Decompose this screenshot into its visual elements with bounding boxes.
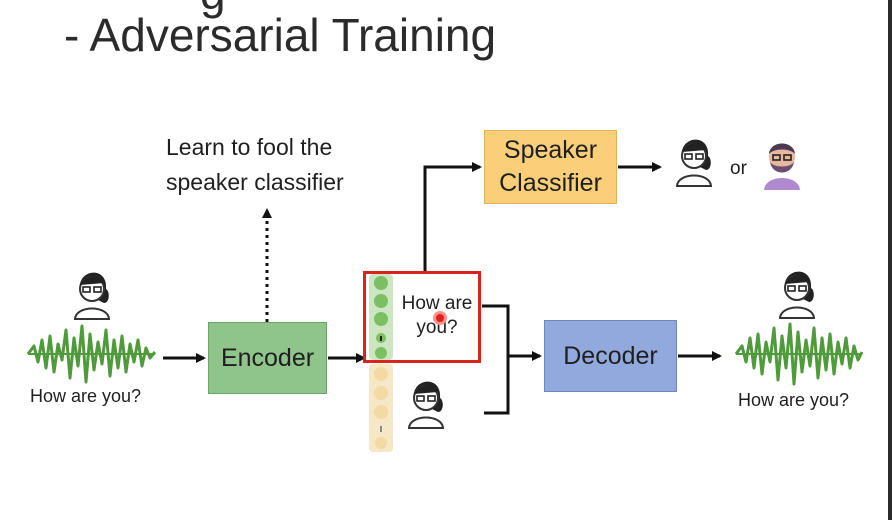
female-speaker-icon-speaker-vector (407, 381, 445, 429)
output-caption: How are you? (738, 390, 850, 410)
content-line-1: How are (401, 293, 473, 314)
content-merge-line (482, 304, 510, 415)
speaker-classifier-block: Speaker Classifier (484, 130, 617, 204)
content-text: How are you? (396, 292, 478, 340)
arrow-to-classifier (423, 162, 482, 272)
output-waveform-icon (734, 322, 864, 386)
pointer-dot (433, 311, 447, 325)
decoder-block: Decoder (544, 320, 677, 392)
slide-title: - Adversarial Training (64, 9, 497, 61)
right-edge-border (888, 0, 892, 520)
female-speaker-icon-input (73, 272, 111, 320)
classifier-line-1: Speaker (503, 136, 598, 164)
title-fragment: g (200, 0, 226, 20)
male-speaker-icon (764, 143, 800, 190)
female-speaker-icon-classifier (675, 139, 713, 187)
content-line-2: you? (416, 317, 458, 338)
input-caption: How are you? (30, 386, 142, 406)
classifier-line-2: Classifier (499, 169, 602, 197)
adversarial-note: Learn to fool the speaker classifier (166, 130, 344, 200)
highlight-box (363, 271, 481, 363)
note-line-1: Learn to fool the (166, 134, 333, 160)
content-vector (369, 274, 393, 360)
or-label: or (730, 158, 747, 179)
note-line-2: speaker classifier (166, 169, 344, 195)
input-waveform-icon (26, 324, 157, 384)
encoder-block: Encoder (208, 322, 327, 394)
female-speaker-icon-output (778, 271, 816, 319)
speaker-vector (369, 364, 393, 452)
